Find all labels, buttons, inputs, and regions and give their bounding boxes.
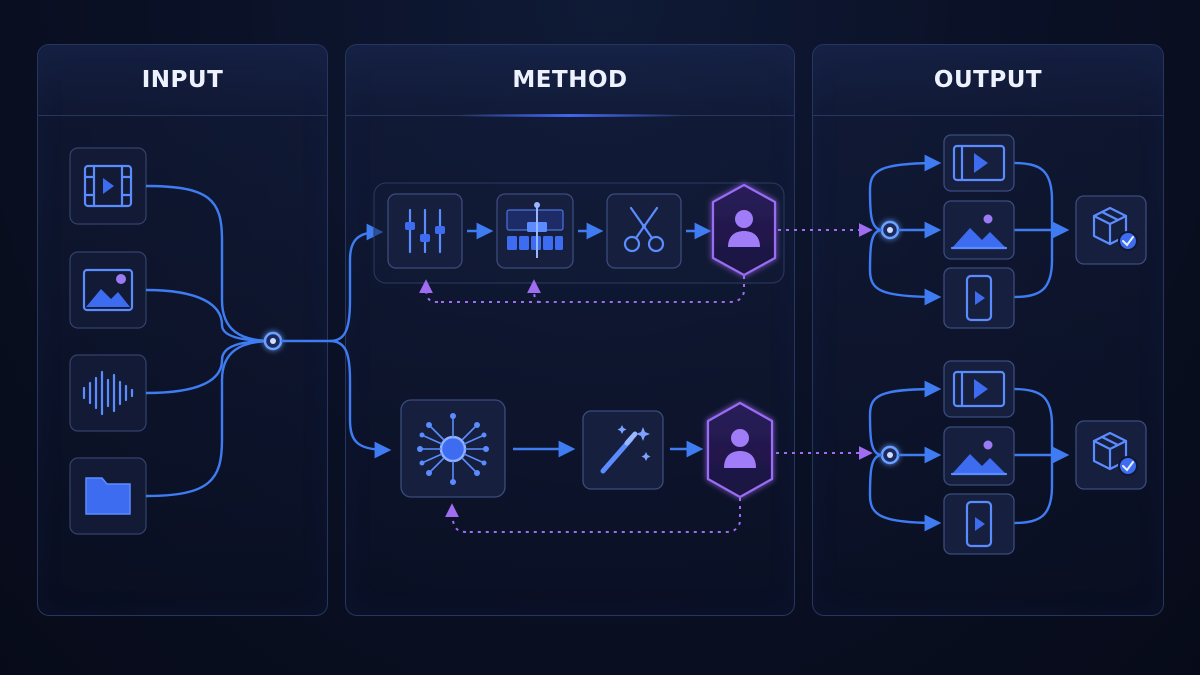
- user-badge-icon: [728, 210, 760, 247]
- method-wand-node: [582, 410, 664, 490]
- output-top-branches: [868, 154, 1070, 306]
- top-feedback-loop: [419, 276, 745, 303]
- output-bottom-image-node: [943, 426, 1015, 486]
- output-bottom-package-node: [1075, 420, 1147, 490]
- magic-wand-icon: [600, 425, 651, 474]
- output-top-package-node: [1075, 195, 1147, 265]
- mobile-video-icon: [965, 500, 993, 548]
- image-icon: [950, 214, 1008, 250]
- video-file-icon: [83, 164, 133, 208]
- merge-node: [263, 331, 283, 351]
- image-icon: [950, 440, 1008, 476]
- output-bottom-mobile-node: [943, 493, 1015, 555]
- input-audio-node: [69, 354, 147, 432]
- output-bottom-hub: [880, 445, 900, 465]
- output-panel-header: OUTPUT: [813, 45, 1163, 116]
- audio-waveform-icon: [82, 370, 134, 416]
- folder-icon: [85, 477, 131, 515]
- method-panel-title: METHOD: [512, 67, 628, 93]
- video-icon: [952, 370, 1006, 408]
- user-badge-icon: [724, 429, 756, 468]
- output-top-video-node: [943, 134, 1015, 192]
- split-lines: [281, 223, 392, 459]
- video-icon: [952, 144, 1006, 182]
- input-image-node: [69, 251, 147, 329]
- output-top-hub: [880, 220, 900, 240]
- output-panel-title: OUTPUT: [933, 67, 1043, 93]
- scissors-icon: [623, 206, 665, 253]
- method-sliders-node: [387, 193, 463, 269]
- timeline-icon: [506, 202, 564, 258]
- input-panel-header: INPUT: [38, 45, 327, 116]
- method-timeline-node: [496, 193, 574, 269]
- method-panel-header: METHOD: [346, 45, 794, 117]
- bottom-feedback-loop: [445, 498, 741, 533]
- output-bottom-video-node: [943, 360, 1015, 418]
- method-panel: METHOD: [345, 44, 795, 616]
- package-check-icon: [1092, 431, 1138, 476]
- input-folder-node: [69, 457, 147, 535]
- output-top-image-node: [943, 200, 1015, 260]
- method-scissors-node: [606, 193, 682, 269]
- method-top-user-node: [711, 183, 777, 277]
- package-check-icon: [1092, 206, 1138, 251]
- output-top-mobile-node: [943, 267, 1015, 329]
- sliders-icon: [405, 208, 445, 254]
- input-panel-title: INPUT: [141, 67, 224, 93]
- method-header-glow: [458, 114, 682, 117]
- method-network-node: [400, 399, 506, 498]
- input-video-node: [69, 147, 147, 225]
- method-bottom-user-node: [706, 401, 774, 499]
- mobile-video-icon: [965, 274, 993, 322]
- neural-network-icon: [417, 413, 489, 485]
- input-merge-lines: [145, 184, 273, 498]
- output-bottom-branches: [868, 380, 1070, 532]
- image-file-icon: [82, 268, 134, 312]
